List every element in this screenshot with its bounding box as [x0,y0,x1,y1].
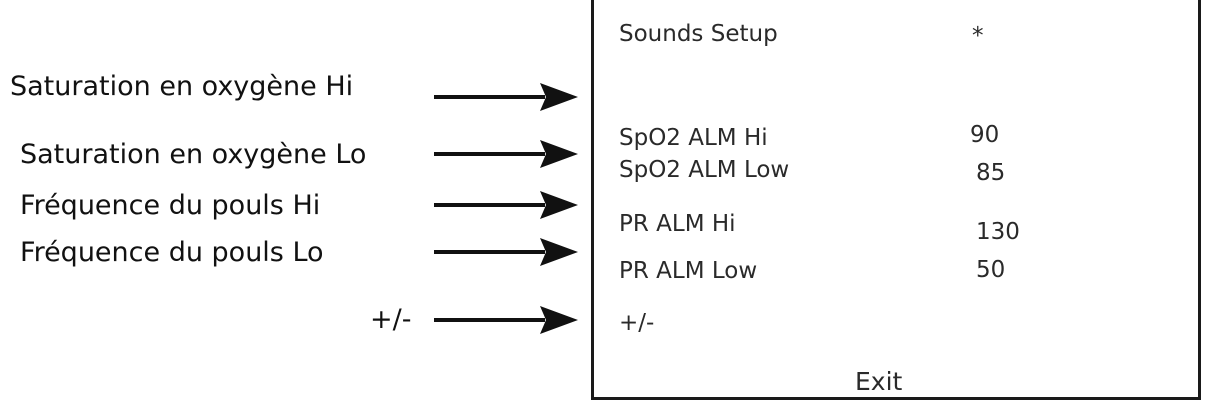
callout-label-spo2-lo: Saturation en oxygène Lo [20,139,367,170]
menu-item-value: 90 [970,122,1000,148]
menu-item-value: 50 [976,257,1006,283]
callout-label-plus-minus: +/- [370,304,412,335]
callout-label-spo2-hi: Saturation en oxygène Hi [10,71,354,102]
menu-title-marker: * [972,23,984,49]
arrow-plus-minus [434,306,578,334]
callout-label-pr-lo: Fréquence du pouls Lo [20,237,324,268]
menu-item-label: PR ALM Low [619,258,758,284]
menu-item-value: 85 [976,160,1006,186]
exit-button[interactable]: Exit [855,367,903,396]
menu-item-value: 130 [976,219,1020,245]
menu-item-label: SpO2 ALM Low [619,157,790,183]
arrow-spo2-lo [434,140,578,168]
sounds-setup-menu [591,0,1201,400]
menu-item-label: +/- [619,310,655,336]
menu-title: Sounds Setup [619,21,778,47]
arrow-pr-hi [434,191,578,219]
menu-item-label: SpO2 ALM Hi [619,125,768,151]
callout-label-pr-hi: Fréquence du pouls Hi [20,190,321,221]
arrow-spo2-hi [434,83,578,111]
menu-item-label: PR ALM Hi [619,211,736,237]
arrow-pr-lo [434,238,578,266]
